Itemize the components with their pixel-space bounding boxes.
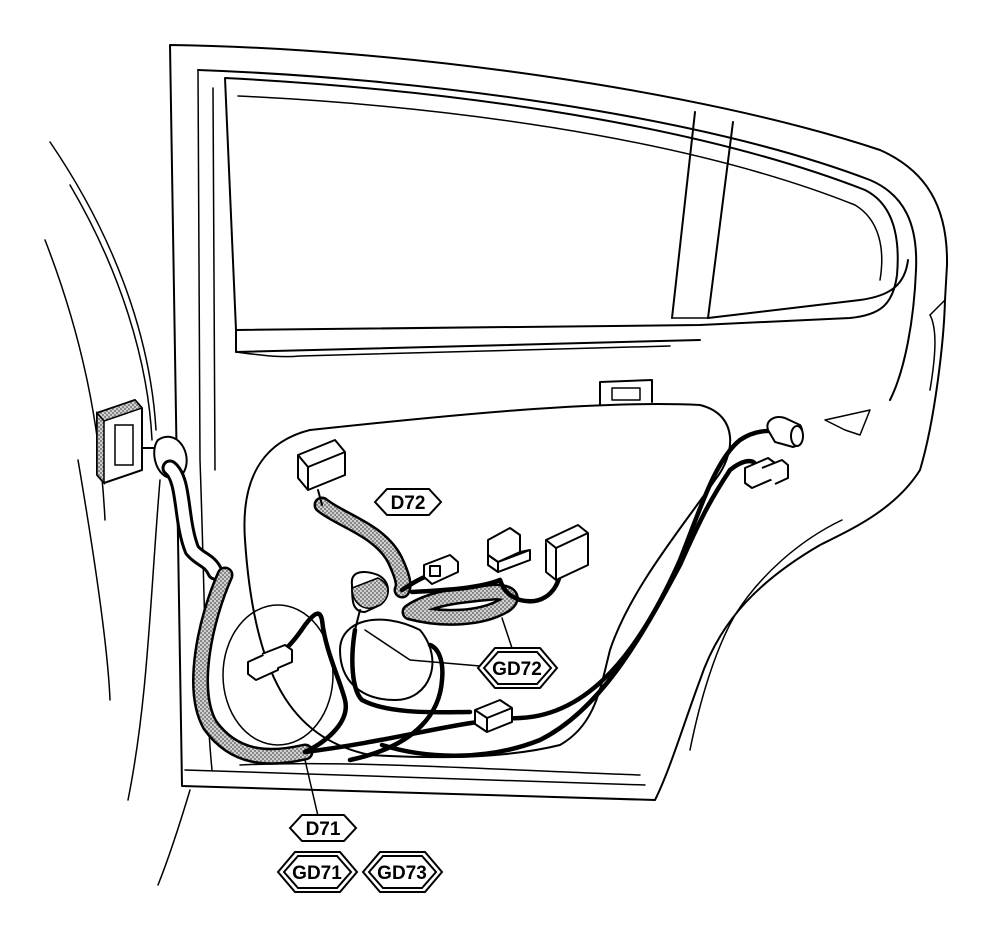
wire-harness xyxy=(161,428,783,765)
connector-rear-small xyxy=(744,457,789,489)
connector-rear-round xyxy=(766,416,804,448)
label-d71-text: D71 xyxy=(306,819,341,840)
label-d72: D72 xyxy=(373,488,443,516)
connector-speaker-plug xyxy=(350,571,389,631)
label-gd71: GD71 xyxy=(276,851,359,893)
label-gd73-text: GD73 xyxy=(377,863,427,884)
connector-top-left xyxy=(297,439,346,506)
leader-lines xyxy=(304,617,513,817)
label-gd71-text: GD71 xyxy=(292,863,342,884)
label-d72-text: D72 xyxy=(391,493,426,514)
label-d71: D71 xyxy=(288,814,358,842)
label-gd72-text: GD72 xyxy=(492,659,542,680)
connector-lower-left xyxy=(247,644,293,681)
connector-lower-center xyxy=(474,699,513,733)
door-inner-panel xyxy=(222,379,732,759)
connector-large-right xyxy=(545,524,589,581)
body-pillar xyxy=(44,141,191,886)
label-gd72: GD72 xyxy=(476,647,559,689)
connector-pair-center xyxy=(487,527,531,573)
connector-small-center xyxy=(423,554,459,585)
door-outline xyxy=(169,44,949,801)
window-glass xyxy=(224,77,909,358)
label-gd73: GD73 xyxy=(361,851,444,893)
